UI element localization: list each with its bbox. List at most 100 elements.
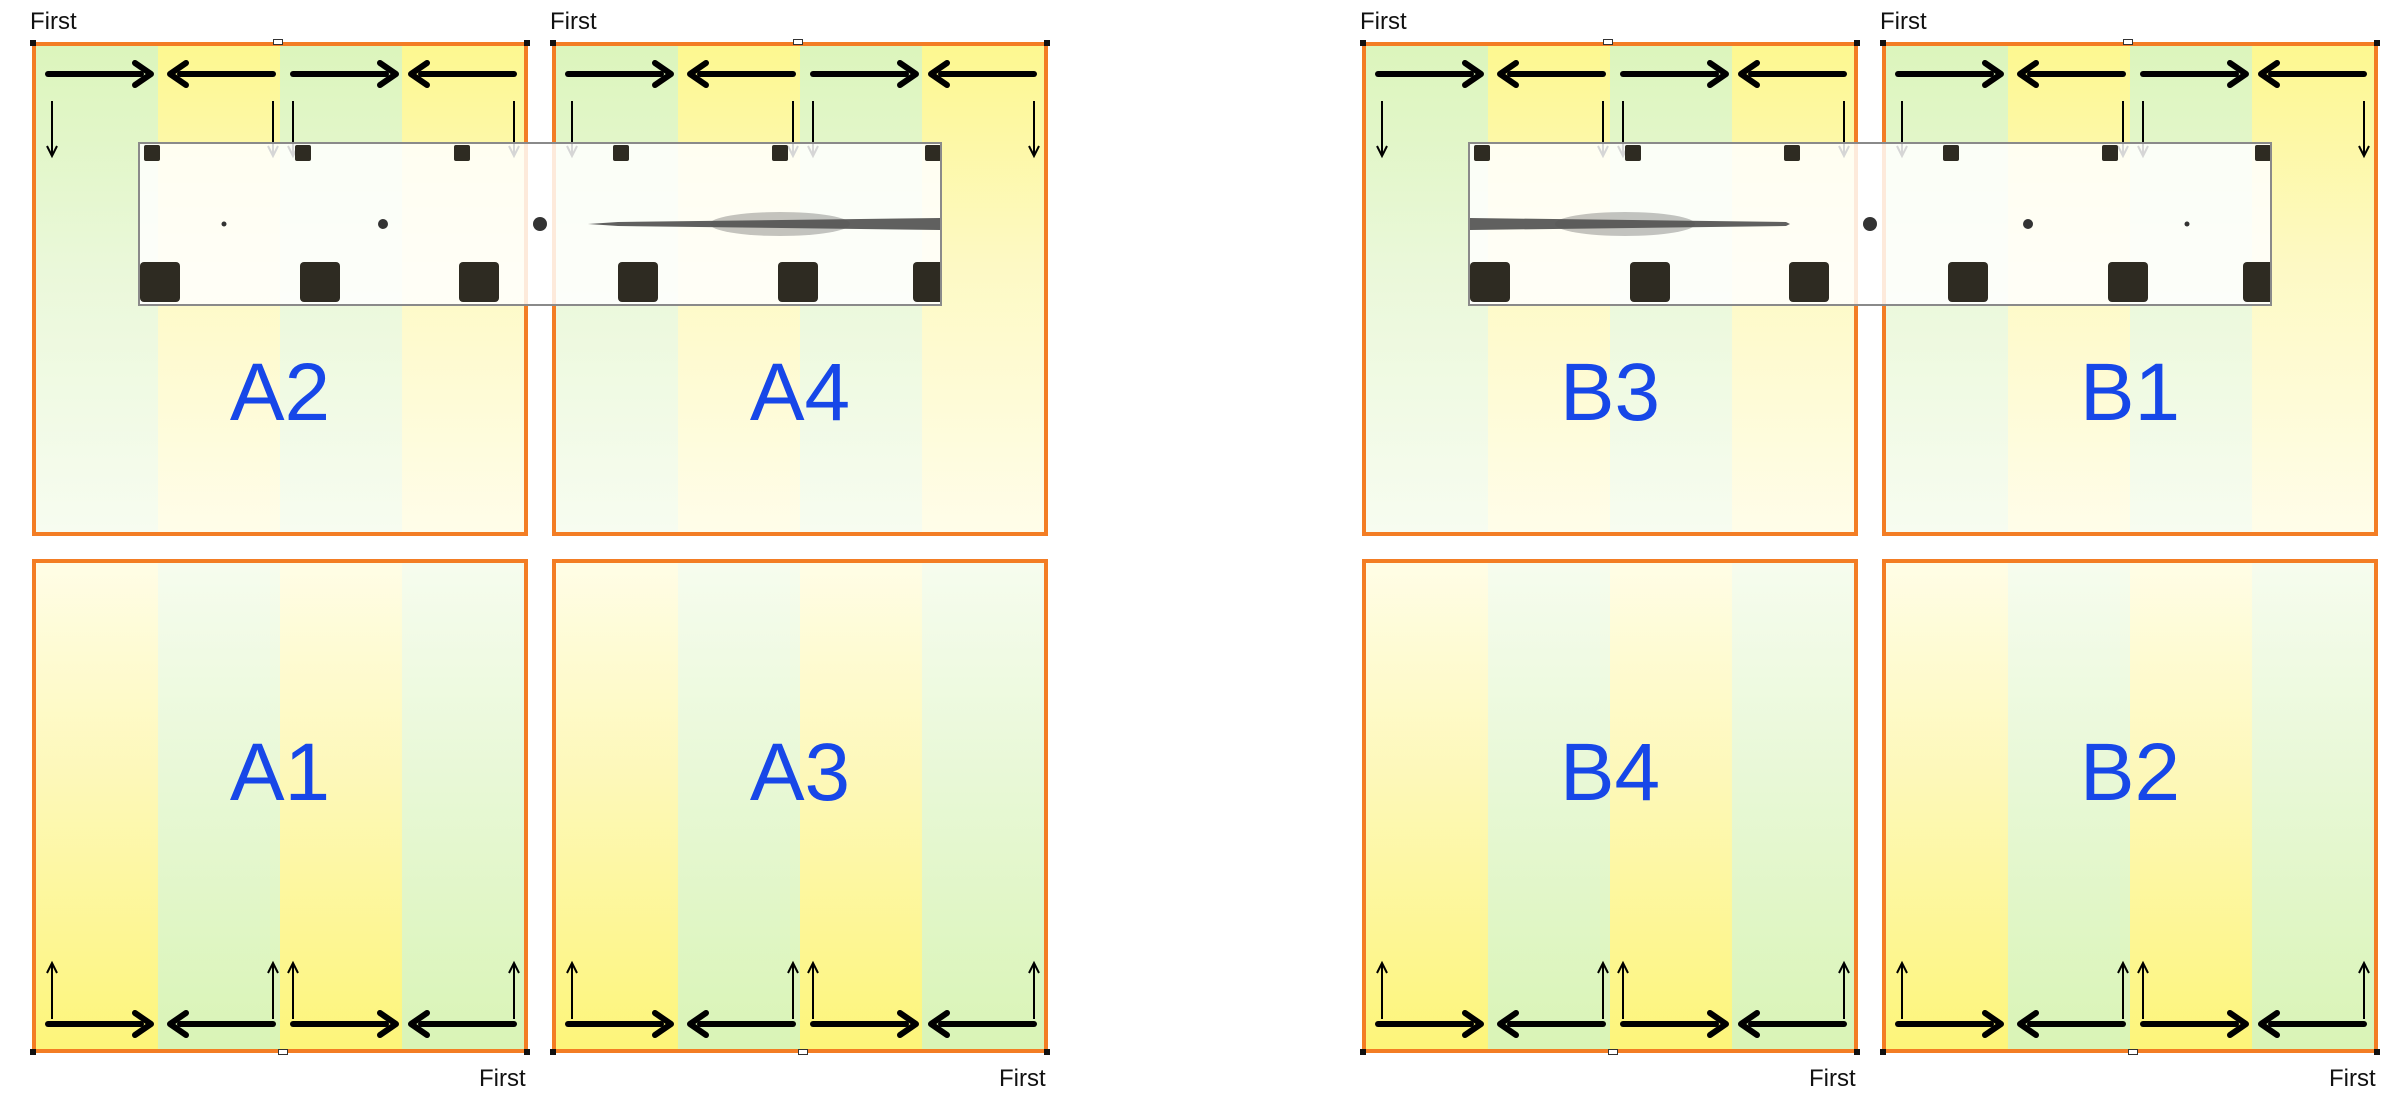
arrow-up-icon xyxy=(1838,960,1850,1019)
direction-arrows xyxy=(1895,60,2370,159)
block-marker xyxy=(2243,262,2270,302)
arrow-up-icon xyxy=(2137,960,2149,1019)
dot-marker xyxy=(2023,219,2033,229)
arrow-up-icon xyxy=(2117,960,2129,1019)
arrow-left-icon xyxy=(2258,1010,2367,1038)
stripe-green xyxy=(922,563,1044,1049)
panel-label: A3 xyxy=(749,727,851,818)
panel-label: B3 xyxy=(1559,347,1661,438)
corner-marker xyxy=(1854,40,1860,46)
corner-marker xyxy=(1360,40,1366,46)
corner-marker xyxy=(2374,1049,2380,1055)
arrow-left-icon xyxy=(167,1010,276,1038)
dot-marker xyxy=(1863,217,1877,231)
tab-marker xyxy=(1943,145,1959,161)
tab-marker xyxy=(295,145,311,161)
hook-marker xyxy=(273,39,283,45)
arrow-left-icon xyxy=(1738,1010,1847,1038)
direction-arrows xyxy=(1895,960,2370,1038)
stripe-yellow xyxy=(1366,563,1488,1049)
dot-marker xyxy=(378,219,388,229)
sample-strip xyxy=(1468,142,2272,306)
first-label: First xyxy=(2329,1065,2376,1092)
block-marker xyxy=(618,262,658,302)
arrow-up-icon xyxy=(1617,960,1629,1019)
block-marker xyxy=(300,262,340,302)
stripe-green xyxy=(1488,563,1610,1049)
direction-arrows xyxy=(565,60,1040,159)
panel-b4: B4 xyxy=(1362,559,1858,1053)
dot-marker xyxy=(2184,221,2190,227)
stripe-yellow xyxy=(2130,563,2252,1049)
block-marker xyxy=(2108,262,2148,302)
hook-marker xyxy=(798,1049,808,1055)
stripe-green xyxy=(678,563,800,1049)
tab-marker xyxy=(1784,145,1800,161)
arrow-left-icon xyxy=(408,1010,517,1038)
corner-marker xyxy=(1880,40,1886,46)
tab-marker xyxy=(144,145,160,161)
block-marker xyxy=(1630,262,1670,302)
panel-a1: A1 xyxy=(32,559,528,1053)
scheme-b: First First First First B3 B1 B4 xyxy=(1330,0,2400,1105)
tab-marker xyxy=(2102,145,2118,161)
stripe-green xyxy=(2008,563,2130,1049)
corner-marker xyxy=(2374,40,2380,46)
arrow-left-icon xyxy=(2258,60,2367,88)
panel-stripes xyxy=(36,563,524,1049)
panel-stripes xyxy=(1366,563,1854,1049)
arrow-up-icon xyxy=(267,960,279,1019)
tab-marker xyxy=(1625,145,1641,161)
corner-marker xyxy=(524,1049,530,1055)
dot-marker xyxy=(221,221,227,227)
stripe-yellow xyxy=(36,563,158,1049)
corner-marker xyxy=(1360,1049,1366,1055)
corner-marker xyxy=(30,40,36,46)
tab-marker xyxy=(454,145,470,161)
arrow-right-icon xyxy=(290,60,399,88)
arrow-up-icon xyxy=(2358,960,2370,1019)
corner-marker xyxy=(550,1049,556,1055)
arrow-up-icon xyxy=(1376,960,1388,1019)
stripe-yellow xyxy=(922,46,1044,532)
arrow-down-icon xyxy=(1376,101,1388,159)
hook-marker xyxy=(793,39,803,45)
stripe-yellow xyxy=(1886,563,2008,1049)
stripe-green xyxy=(158,563,280,1049)
arrow-right-icon xyxy=(810,1010,919,1038)
first-label: First xyxy=(550,8,597,35)
spread-wedge xyxy=(1470,218,1790,230)
arrow-right-icon xyxy=(1375,60,1484,88)
corner-marker xyxy=(1044,1049,1050,1055)
arrow-left-icon xyxy=(1738,60,1847,88)
stripe-yellow xyxy=(280,563,402,1049)
arrow-left-icon xyxy=(687,60,796,88)
panel-b2: B2 xyxy=(1882,559,2378,1053)
stripe-green xyxy=(2252,563,2374,1049)
tab-marker xyxy=(613,145,629,161)
arrow-down-icon xyxy=(46,101,58,159)
block-marker xyxy=(913,262,940,302)
block-marker xyxy=(140,262,180,302)
panel-label: B2 xyxy=(2079,727,2181,818)
arrow-right-icon xyxy=(810,60,919,88)
direction-arrows xyxy=(565,960,1040,1038)
hook-marker xyxy=(1603,39,1613,45)
panel-label: A4 xyxy=(749,347,851,438)
tab-marker xyxy=(2255,145,2270,161)
arrow-right-icon xyxy=(2140,1010,2249,1038)
panel-label: A1 xyxy=(229,727,331,818)
arrow-down-icon xyxy=(2358,101,2370,159)
first-label: First xyxy=(30,8,77,35)
block-marker xyxy=(1470,262,1510,302)
sample-strip-graphic xyxy=(1470,145,2270,302)
hook-marker xyxy=(2128,1049,2138,1055)
corner-marker xyxy=(1044,40,1050,46)
corner-marker xyxy=(550,40,556,46)
tab-marker xyxy=(925,145,940,161)
direction-arrows xyxy=(45,960,520,1038)
arrow-up-icon xyxy=(787,960,799,1019)
arrow-left-icon xyxy=(1497,60,1606,88)
corner-marker xyxy=(524,40,530,46)
arrow-right-icon xyxy=(45,1010,154,1038)
